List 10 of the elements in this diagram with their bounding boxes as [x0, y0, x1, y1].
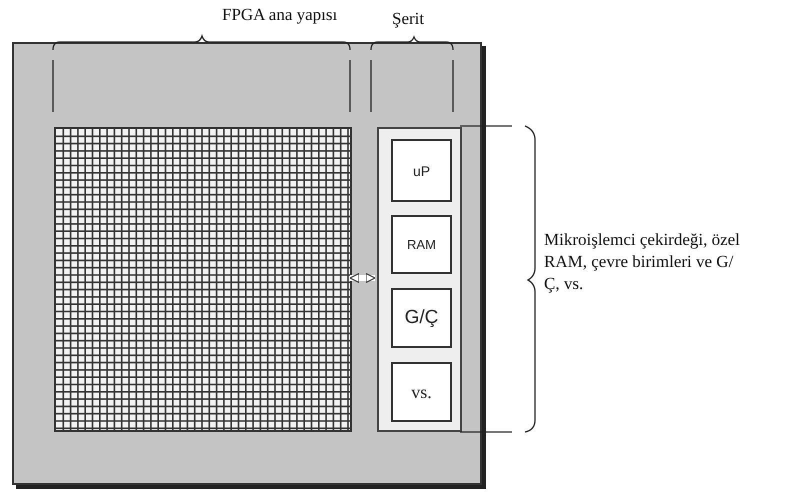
- block-box: uP: [391, 139, 452, 202]
- bracket-label: Şerit: [392, 8, 426, 30]
- logic-fabric-grid: [54, 127, 352, 432]
- block-box: vs.: [391, 362, 452, 422]
- bracket-label: FPGA ana yapısı: [222, 4, 338, 26]
- annotation-text: Mikroişlemci çekirdeği, özel RAM, çevre birimleri ve G/Ç, vs.: [544, 229, 741, 295]
- stripe-panel: [377, 127, 462, 432]
- block-box: RAM: [391, 215, 452, 274]
- block-box: G/Ç: [391, 288, 452, 348]
- double-arrow: [349, 272, 376, 284]
